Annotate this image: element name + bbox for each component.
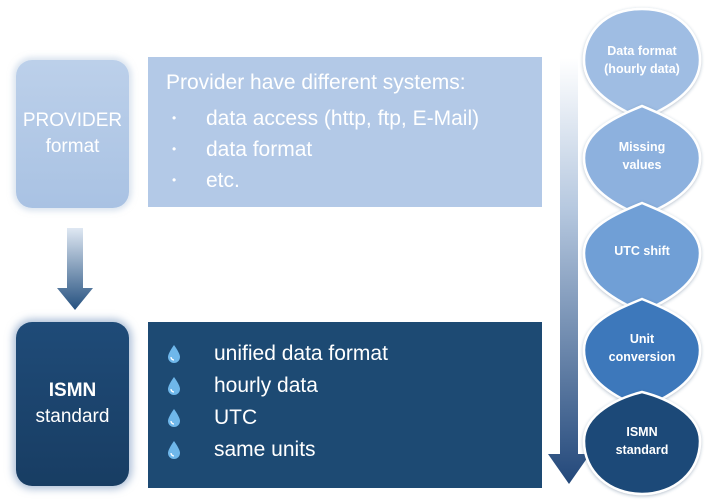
- water-drop-icon: [168, 377, 180, 395]
- step-label-unit-conversion: Unit conversion: [587, 330, 697, 366]
- ismn-label-line2: standard: [35, 406, 110, 427]
- unified-item-text: UTC: [214, 406, 258, 429]
- ismn-standard-box: ISMN standard: [16, 322, 129, 486]
- step-label-line1: Data format: [607, 44, 677, 58]
- systems-list-item: • data format: [166, 134, 542, 165]
- unified-list: unified data format hourly data UTC same…: [168, 338, 542, 466]
- systems-list: • data access (http, ftp, E-Mail) • data f…: [166, 103, 542, 196]
- step-label-line2: standard: [615, 443, 669, 458]
- systems-item-text: data access (http, ftp, E-Mail): [206, 107, 480, 130]
- step-shape-ismn-standard: [582, 390, 702, 496]
- provider-label-line1: PROVIDER: [22, 110, 123, 132]
- step-label-data-format: Data format (hourly data): [587, 42, 697, 78]
- step-label-ismn-standard: ISMN standard: [587, 423, 697, 459]
- step-label-missing-values: Missing values: [587, 138, 697, 174]
- step-label-line1: Missing: [618, 140, 666, 154]
- provider-systems-box: Provider have different systems: • data a…: [148, 57, 542, 207]
- systems-list-item: • etc.: [166, 165, 542, 196]
- unified-item-text: same units: [214, 438, 316, 461]
- step-label-line2: values: [622, 158, 662, 173]
- unified-item-text: hourly data: [214, 374, 318, 397]
- unified-list-item: UTC: [168, 402, 542, 434]
- water-drop-icon: [168, 345, 180, 363]
- step-label-line1: Unit: [629, 332, 655, 346]
- systems-list-item: • data access (http, ftp, E-Mail): [166, 103, 542, 134]
- unified-list-item: same units: [168, 434, 542, 466]
- ismn-label-line1: ISMN: [48, 380, 97, 402]
- water-drop-icon: [168, 441, 180, 459]
- provider-format-box: PROVIDER format: [16, 60, 129, 208]
- unified-list-item: unified data format: [168, 338, 542, 370]
- provider-label-line2: format: [45, 136, 100, 157]
- unified-list-item: hourly data: [168, 370, 542, 402]
- systems-title: Provider have different systems:: [166, 71, 466, 94]
- step-label-line1: ISMN: [626, 425, 658, 439]
- bullet-icon: •: [172, 142, 177, 156]
- water-drop-icon: [168, 409, 180, 427]
- step-label-line1: UTC shift: [614, 244, 670, 258]
- bullet-icon: •: [172, 111, 177, 125]
- systems-item-text: data format: [206, 138, 313, 161]
- unified-item-text: unified data format: [214, 342, 388, 365]
- step-label-utc-shift: UTC shift: [587, 242, 697, 260]
- down-arrow-icon: [57, 228, 93, 310]
- step-label-line2: (hourly data): [604, 62, 680, 77]
- process-down-arrow-icon: [548, 58, 590, 484]
- step-label-line2: conversion: [608, 350, 676, 365]
- systems-item-text: etc.: [206, 169, 240, 192]
- unified-standard-box: unified data format hourly data UTC same…: [148, 322, 542, 488]
- bullet-icon: •: [172, 173, 177, 187]
